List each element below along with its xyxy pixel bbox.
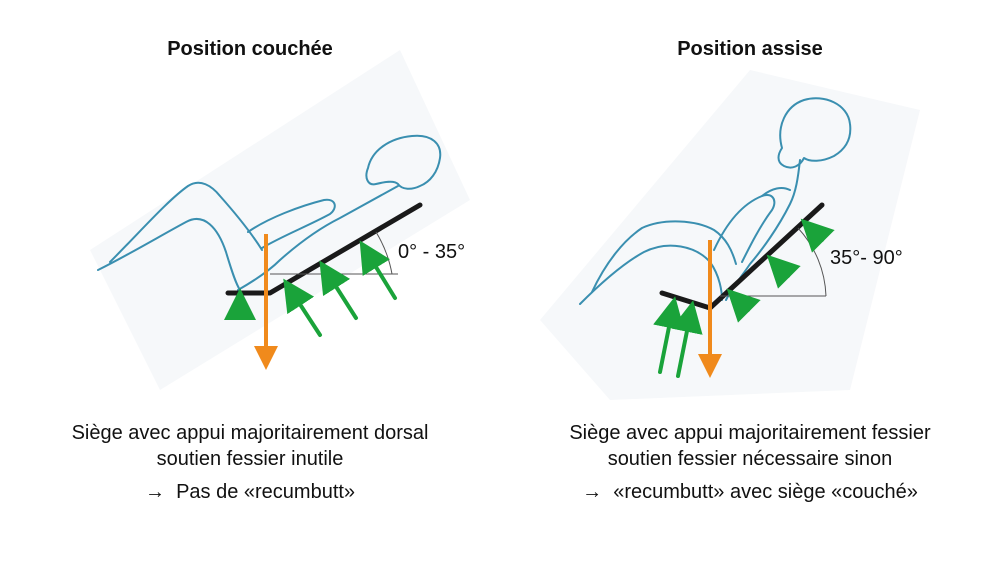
support-arrow xyxy=(671,300,703,378)
background-shade xyxy=(540,70,920,400)
description-line: soutien fessier nécessaire sinon xyxy=(607,448,893,470)
support-arrow xyxy=(726,288,761,323)
panel-title: Position couchée xyxy=(167,38,333,60)
support-arrow xyxy=(359,240,397,300)
arrow-right-icon: → xyxy=(144,481,165,503)
conclusion: → «recumbutt» avec siège «couché» xyxy=(500,481,1000,504)
support-arrow xyxy=(766,254,801,289)
panel-reclined: Position couchée xyxy=(0,38,500,504)
panel-title: Position assise xyxy=(677,38,823,60)
conclusion: → Pas de «recumbutt» xyxy=(0,481,500,504)
description: Siège avec appui majoritairement dorsal … xyxy=(0,420,500,472)
background-shade xyxy=(90,50,470,390)
support-arrow xyxy=(800,218,835,253)
seated-diagram: 35°- 90° xyxy=(540,70,920,400)
arrow-right-icon: → xyxy=(582,481,603,503)
description-line: Siège avec appui majoritairement dorsal xyxy=(71,422,429,444)
angle-label: 35°- 90° xyxy=(830,247,903,269)
description-line: Siège avec appui majoritairement fessier xyxy=(569,422,931,444)
support-arrows xyxy=(653,218,835,378)
reclined-diagram: 0° - 35° xyxy=(90,50,470,390)
support-arrow xyxy=(653,296,685,374)
support-arrows xyxy=(224,240,397,337)
description: Siège avec appui majoritairement fessier… xyxy=(500,420,1000,472)
reclined-body-outline xyxy=(97,134,442,291)
angle-label: 0° - 35° xyxy=(398,241,465,263)
conclusion-text: Pas de «recumbutt» xyxy=(176,481,356,503)
panel-seated: Position assise xyxy=(500,0,1000,562)
support-arrow xyxy=(319,260,358,320)
conclusion-text: «recumbutt» avec siège «couché» xyxy=(613,481,918,503)
support-arrow xyxy=(283,278,322,337)
description-line: soutien fessier inutile xyxy=(156,448,344,470)
